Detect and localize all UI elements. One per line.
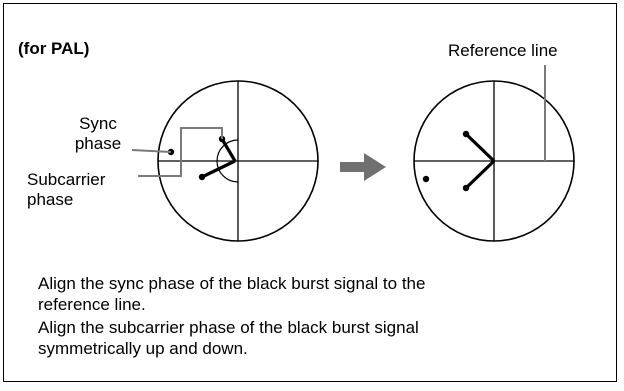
reference-line-label: Reference line [448,41,558,60]
vector-endpoint-dot [462,130,470,138]
vector-endpoint-dot [198,173,206,181]
instruction-line: Align the subcarrier phase of the black … [38,318,419,337]
subcarrier-phase-label-line2: phase [27,190,74,209]
before-vectorscope [131,80,319,242]
subcarrier-phase-label-line1: Subcarrier [27,170,106,189]
diagram-frame [3,3,617,382]
instruction-line: Align the sync phase of the black burst … [38,274,426,293]
subcarrier-phase-label: Subcarrier phase [27,170,105,210]
transition-arrow [340,153,386,181]
sync-phase-dot [422,175,430,183]
instruction-line: reference line. [38,295,146,314]
after-vectorscope [413,65,575,242]
vector-endpoint-dot [462,184,470,192]
sync-phase-label-line2: phase [74,134,122,153]
sync-phase-label-line1: Sync [79,114,117,133]
sync-phase-label: Sync phase [68,114,128,154]
instruction-line: symmetrically up and down. [38,339,248,358]
diagram-title: (for PAL) [18,39,90,58]
